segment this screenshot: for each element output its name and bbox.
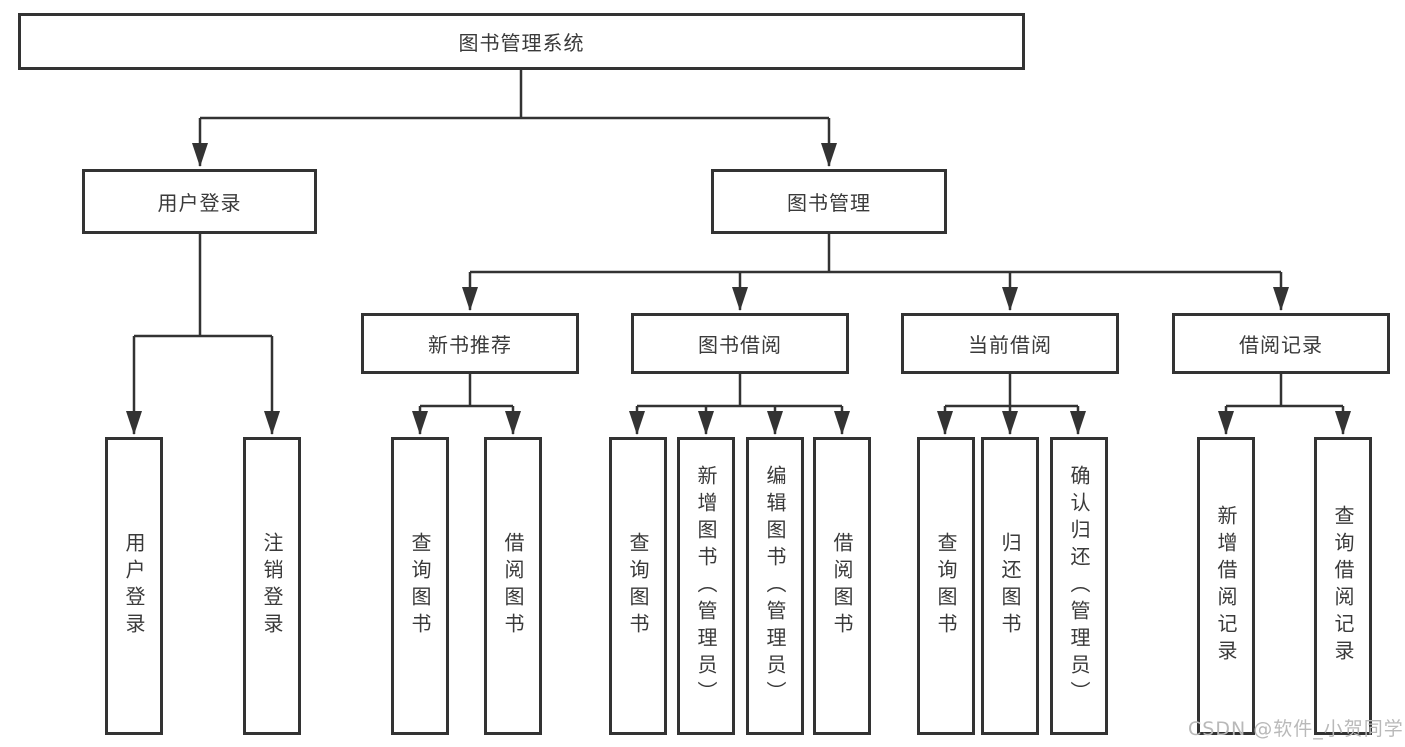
leaf-add-books-admin: 新增图书（管理员）: [677, 437, 735, 735]
node-current-borrowing: 当前借阅: [901, 313, 1119, 374]
node-borrowing-records: 借阅记录: [1172, 313, 1390, 374]
leaf-add-borrow-record: 新增借阅记录: [1197, 437, 1255, 735]
leaf-query-books-newrec: 查询图书: [391, 437, 449, 735]
node-new-book-recommendation: 新书推荐: [361, 313, 579, 374]
leaf-logout: 注销登录: [243, 437, 301, 735]
node-book-management: 图书管理: [711, 169, 947, 234]
csdn-watermark: CSDN @软件_小贺同学: [1188, 718, 1404, 740]
leaf-borrow-books-newrec: 借阅图书: [484, 437, 542, 735]
leaf-borrow-books: 借阅图书: [813, 437, 871, 735]
leaf-return-books: 归还图书: [981, 437, 1039, 735]
node-root-system: 图书管理系统: [18, 13, 1025, 70]
leaf-query-books-borrow: 查询图书: [609, 437, 667, 735]
connectors: [126, 70, 1351, 435]
leaf-confirm-return-admin: 确认归还（管理员）: [1050, 437, 1108, 735]
leaf-edit-books-admin: 编辑图书（管理员）: [746, 437, 804, 735]
leaf-query-books-current: 查询图书: [917, 437, 975, 735]
leaf-query-borrow-record: 查询借阅记录: [1314, 437, 1372, 735]
node-user-login: 用户登录: [82, 169, 317, 234]
leaf-user-login: 用户登录: [105, 437, 163, 735]
node-book-borrowing: 图书借阅: [631, 313, 849, 374]
